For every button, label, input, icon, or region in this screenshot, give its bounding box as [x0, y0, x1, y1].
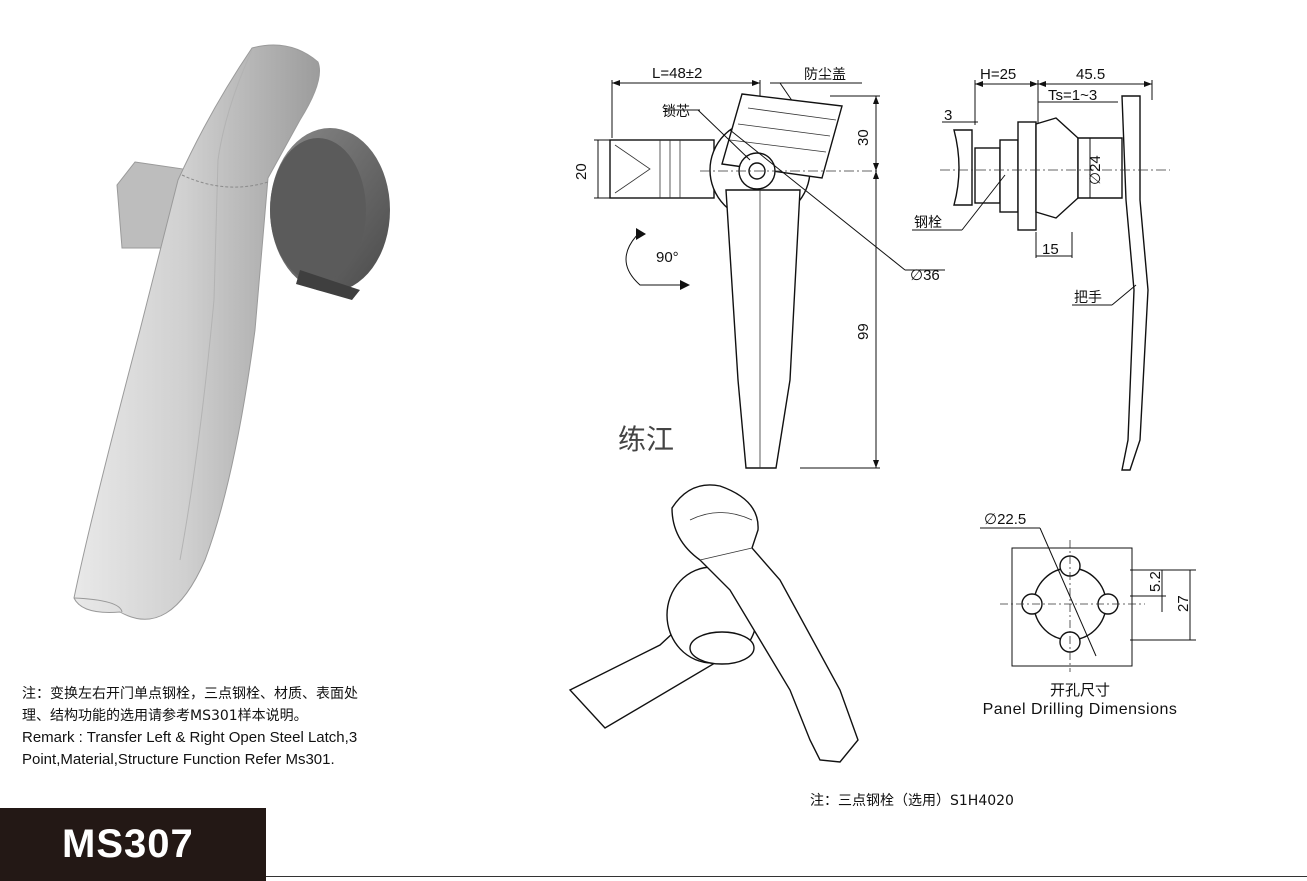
h-dimension: H=25: [980, 66, 1016, 83]
remark-note: 注：变换左右开门单点钢栓，三点钢栓、材质、表面处 理、结构功能的选用请参考MS3…: [22, 683, 462, 771]
panel-drilling-title: 开孔尺寸 Panel Drilling Dimensions: [960, 680, 1200, 720]
note-line-3: Remark : Transfer Left & Right Open Stee…: [22, 729, 358, 746]
panel-drilling-title-cn: 开孔尺寸: [1049, 681, 1110, 699]
dim-15-label: 15: [1042, 241, 1059, 258]
handle-photo-render: [73, 44, 390, 620]
height-20-dimension: 20: [573, 163, 590, 180]
note-line-2: 理、结构功能的选用请参考MS301样本说明。: [22, 708, 308, 724]
panel-drilling-title-en: Panel Drilling Dimensions: [982, 701, 1178, 718]
optional-latch-note: 注：三点钢栓（选用）S1H4020: [810, 793, 1014, 809]
diameter-24-dimension: ∅24: [1087, 155, 1104, 185]
note-line-1: 注：变换左右开门单点钢栓，三点钢栓、材质、表面处: [22, 686, 358, 702]
panel-drilling-drawing: [980, 527, 1196, 672]
bottom-divider: [266, 876, 1307, 877]
width-45-5-dimension: 45.5: [1076, 66, 1105, 83]
model-number: MS307: [62, 822, 194, 866]
note-line-4: Point,Material,Structure Function Refer …: [22, 751, 335, 768]
lock-core-label: 锁芯: [662, 104, 690, 120]
diameter-36-dimension: ∅36: [910, 267, 940, 284]
ts-dimension: Ts=1~3: [1048, 87, 1097, 104]
side-view-drawing: [912, 80, 1170, 471]
dim-27-label: 27: [1175, 595, 1192, 612]
model-number-banner: MS307: [0, 808, 266, 881]
diameter-22-5-dimension: ∅22.5: [984, 511, 1026, 528]
isometric-drawing: [568, 484, 859, 763]
watermark-text: 练江: [618, 423, 675, 456]
handle-label: 把手: [1074, 290, 1102, 306]
dust-cover-label: 防尘盖: [804, 67, 846, 83]
length-dimension: L=48±2: [652, 65, 702, 82]
rotation-angle-label: 90°: [656, 249, 679, 266]
steel-latch-label: 钢栓: [914, 215, 942, 231]
dim-5-2-label: 5.2: [1147, 571, 1164, 592]
height-99-dimension: 99: [855, 323, 872, 340]
front-view-drawing: [594, 80, 945, 469]
dim-3-label: 3: [944, 107, 952, 124]
height-30-dimension: 30: [855, 129, 872, 146]
